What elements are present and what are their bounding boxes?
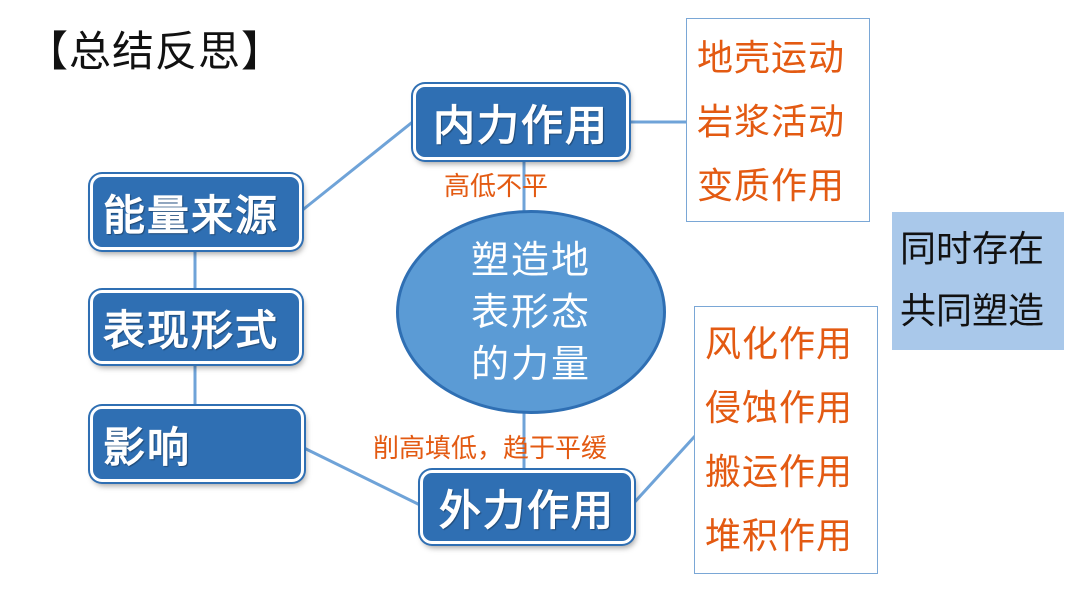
node-external-force: 外力作用 [420, 470, 634, 544]
connector-energy-internal [299, 118, 416, 214]
center-line-1: 塑造地 [470, 238, 591, 282]
side-note-line-2: 共同塑造 [900, 291, 1045, 332]
page-title: 【总结反思】 [26, 27, 285, 76]
node-impact: 影响 [90, 406, 304, 482]
center-line-3: 的力量 [470, 342, 591, 386]
internal-force-list: 地壳运动 岩浆活动 变质作用 [686, 18, 870, 222]
node-internal-force: 内力作用 [413, 84, 629, 160]
label-external-effect: 削高填低，趋于平缓 [373, 434, 608, 464]
list-item: 搬运作用 [705, 452, 854, 493]
side-note-box: 同时存在 共同塑造 [892, 212, 1064, 350]
list-item: 堆积作用 [705, 516, 854, 557]
list-item: 岩浆活动 [697, 102, 846, 143]
center-ellipse: 塑造地 表形态 的力量 [396, 210, 666, 414]
connector-impact-external [303, 446, 421, 507]
node-energy-source: 能量来源 [90, 174, 302, 250]
connector-external-list [630, 434, 697, 507]
list-item: 变质作用 [697, 166, 846, 207]
list-item: 地壳运动 [697, 38, 846, 79]
side-note-line-1: 同时存在 [900, 229, 1045, 270]
list-item: 侵蚀作用 [705, 388, 854, 429]
label-internal-effect: 高低不平 [444, 172, 549, 202]
center-line-2: 表形态 [470, 290, 591, 334]
node-manifestation: 表现形式 [90, 290, 302, 364]
list-item: 风化作用 [705, 324, 854, 365]
external-force-list: 风化作用 侵蚀作用 搬运作用 堆积作用 [694, 306, 878, 574]
